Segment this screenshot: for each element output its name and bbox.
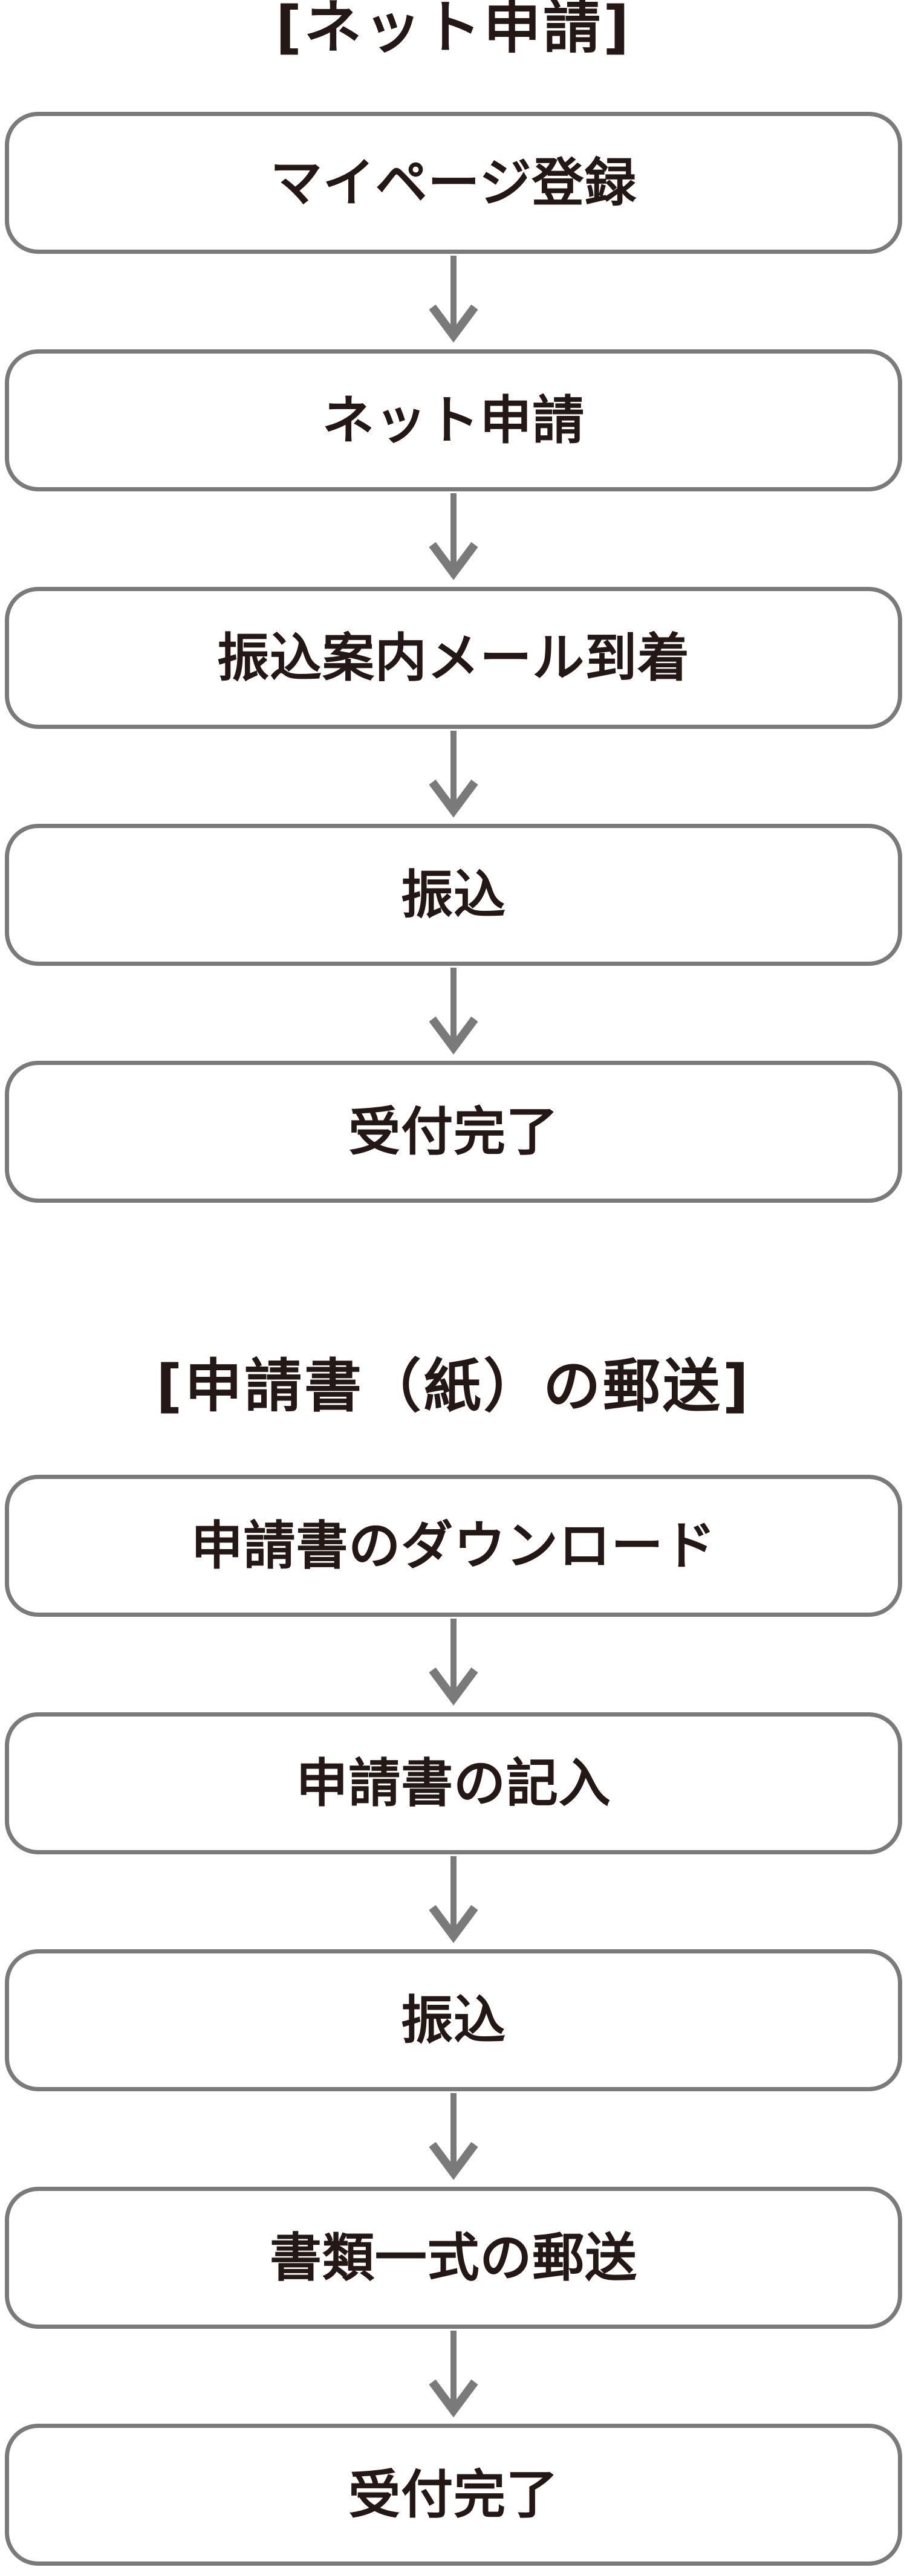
arrow-head — [429, 779, 478, 818]
arrow-down-icon — [429, 2331, 478, 2418]
step-label: 振込 — [401, 1990, 506, 2051]
section-title-net-application: [ネット申請] — [275, 0, 632, 61]
arrow-head — [429, 1904, 478, 1943]
step-label: 書類一式の郵送 — [269, 2227, 638, 2288]
arrow-down-icon — [429, 493, 478, 580]
step-label: 振込 — [401, 864, 506, 925]
step-reception-complete-2: 受付完了 — [5, 2424, 902, 2566]
step-transfer-guide-mail: 振込案内メール到着 — [5, 587, 902, 729]
step-label: 受付完了 — [348, 2464, 559, 2525]
step-bank-transfer-2: 振込 — [5, 1949, 902, 2091]
arrow-head — [429, 2379, 478, 2418]
step-label: 申請書の記入 — [296, 1753, 611, 1814]
arrow-down-icon — [429, 1856, 478, 1943]
step-reception-complete: 受付完了 — [5, 1061, 902, 1203]
step-label: 振込案内メール到着 — [217, 627, 690, 688]
arrow-head — [429, 1667, 478, 1706]
step-bank-transfer: 振込 — [5, 824, 902, 966]
step-mail-documents: 書類一式の郵送 — [5, 2187, 902, 2329]
step-fill-form: 申請書の記入 — [5, 1712, 902, 1854]
section-title-paper-mail: [申請書（紙）の郵送] — [156, 1353, 751, 1420]
arrow-head — [429, 2141, 478, 2180]
step-label: 申請書のダウンロード — [190, 1515, 717, 1576]
arrow-head — [429, 542, 478, 580]
arrow-down-icon — [429, 2093, 478, 2180]
step-label: ネット申請 — [322, 390, 585, 451]
arrow-down-icon — [429, 731, 478, 818]
arrow-head — [429, 1016, 478, 1055]
step-label: 受付完了 — [348, 1101, 559, 1162]
arrow-down-icon — [429, 968, 478, 1055]
step-net-apply: ネット申請 — [5, 349, 902, 491]
arrow-down-icon — [429, 256, 478, 343]
step-label: マイページ登録 — [270, 152, 637, 213]
step-mypage-register: マイページ登録 — [5, 112, 902, 254]
step-download-form: 申請書のダウンロード — [5, 1475, 902, 1617]
arrow-head — [429, 304, 478, 343]
arrow-down-icon — [429, 1619, 478, 1706]
